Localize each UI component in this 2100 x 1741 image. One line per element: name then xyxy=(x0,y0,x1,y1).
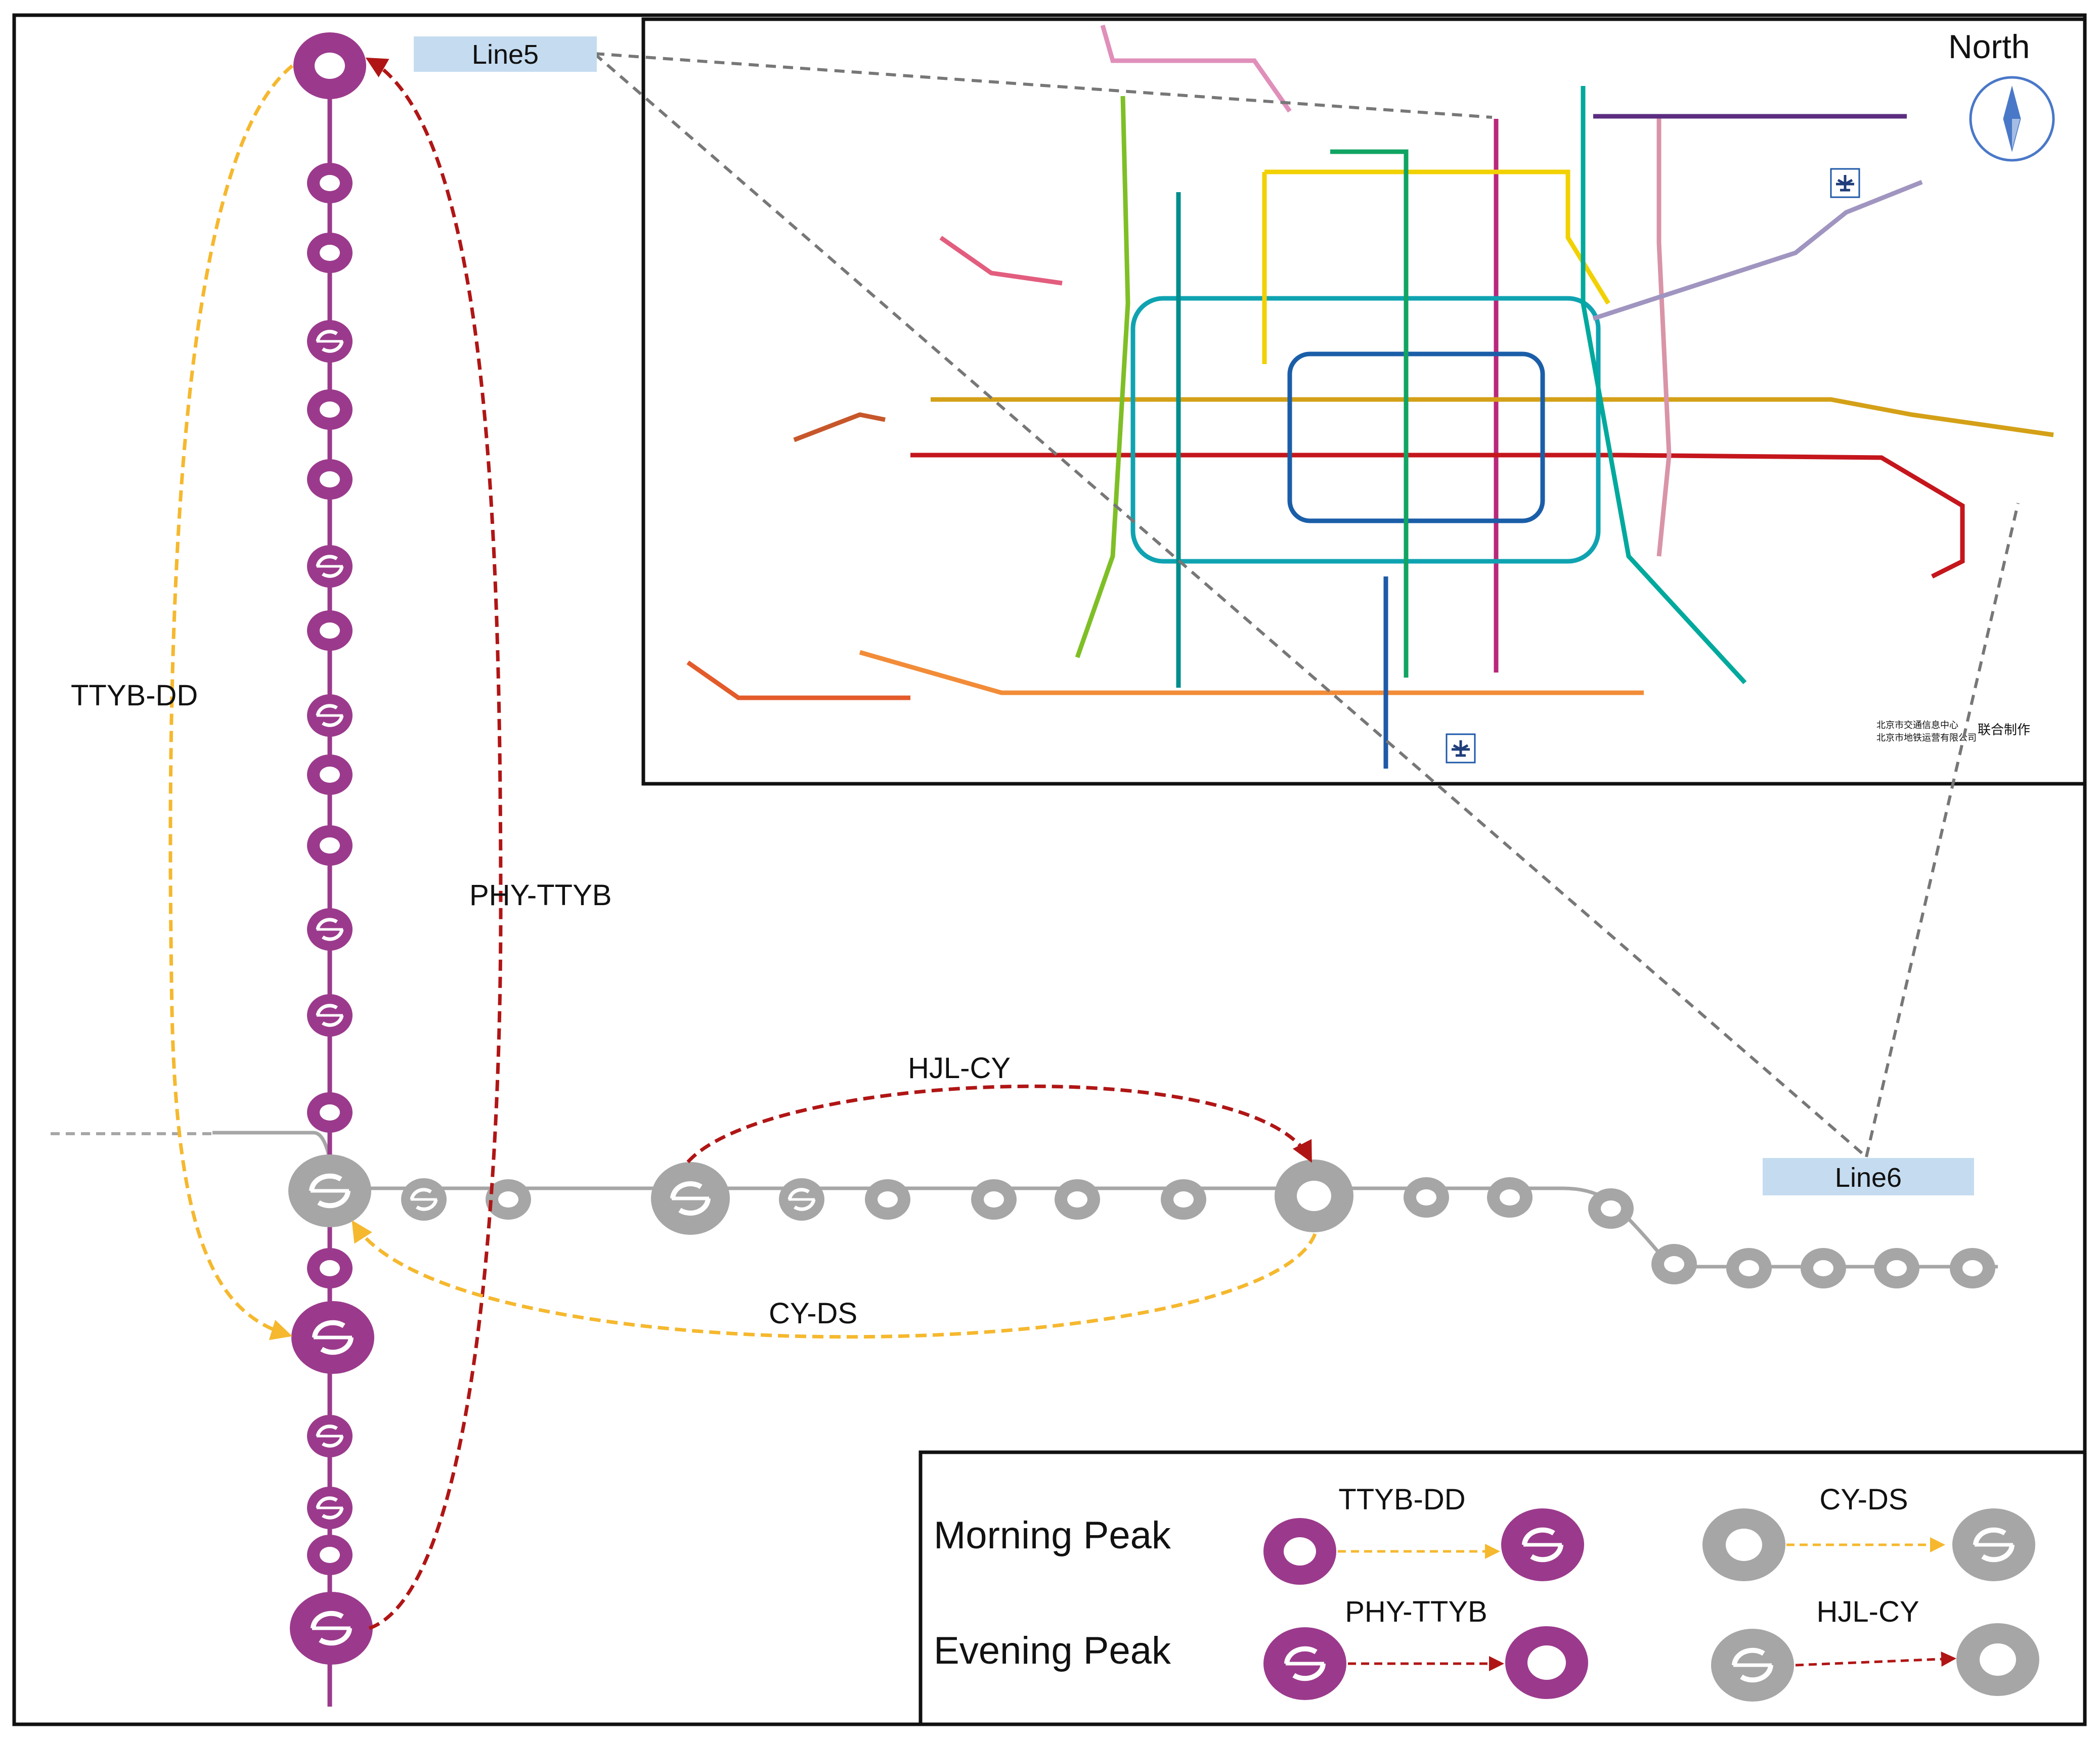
line5-station xyxy=(307,1535,353,1575)
legend-ring-station xyxy=(1505,1626,1588,1699)
arrow-hjl-cy xyxy=(686,1084,1312,1164)
compass-icon xyxy=(1969,76,2055,162)
label-hjl-cy: HJL-CY xyxy=(908,1052,1011,1085)
station-ttyb xyxy=(293,32,366,99)
legend-evening-label: Evening Peak xyxy=(934,1629,1171,1672)
station-phy xyxy=(290,1592,373,1665)
line5-station xyxy=(307,610,353,651)
legend-evening-gray: HJL-CY xyxy=(1816,1595,1919,1628)
station-dd xyxy=(291,1301,374,1374)
station-hjl xyxy=(651,1162,730,1235)
transfer-station-icon xyxy=(779,1178,824,1221)
line6-station xyxy=(1588,1188,1634,1229)
line6-station xyxy=(865,1179,910,1220)
legend-transfer-station xyxy=(1711,1629,1794,1702)
line6-station xyxy=(1874,1248,1919,1288)
airplane-icon xyxy=(1446,733,1476,764)
line5-station xyxy=(307,389,353,430)
label-phy-ttyb: PHY-TTYB xyxy=(469,879,611,912)
line6-stations xyxy=(288,1154,1995,1288)
line6-label-box: Line6 xyxy=(1763,1158,1974,1195)
transfer-station-icon xyxy=(307,320,353,363)
station-ds xyxy=(288,1154,371,1227)
map-credit-line1: 北京市交通信息中心 xyxy=(1876,720,1958,730)
legend-morning-label: Morning Peak xyxy=(934,1514,1171,1557)
line6-station xyxy=(1055,1179,1100,1220)
line6-station xyxy=(971,1179,1017,1220)
arrow-cy-ds xyxy=(352,1220,1317,1339)
line5-station xyxy=(307,163,353,203)
map-credit-line2: 北京市地铁运营有限公司 xyxy=(1876,733,1977,743)
line5-label: Line5 xyxy=(472,39,539,70)
legend: Morning Peak Evening Peak TTYB-DD CY-DS … xyxy=(918,1450,2087,1726)
legend-morning-gray: CY-DS xyxy=(1819,1483,1908,1516)
line6-station xyxy=(486,1179,531,1220)
line6-label: Line6 xyxy=(1835,1163,1902,1193)
map-connectors xyxy=(593,52,2020,1158)
transfer-station-icon xyxy=(307,1487,353,1529)
transfer-station-icon xyxy=(307,994,353,1037)
legend-ring-station xyxy=(1702,1508,1785,1581)
airplane-icon xyxy=(1830,168,1860,198)
line5-station xyxy=(307,1248,353,1288)
transfer-station-icon xyxy=(307,694,353,737)
station-cy xyxy=(1275,1159,1353,1232)
transfer-station-icon xyxy=(307,1415,353,1457)
legend-ring-station xyxy=(1263,1518,1336,1585)
line5-station xyxy=(307,754,353,795)
legend-morning-purple: TTYB-DD xyxy=(1338,1483,1465,1516)
line5-station xyxy=(307,1092,353,1133)
label-cy-ds: CY-DS xyxy=(769,1297,857,1330)
line6-station xyxy=(1404,1177,1449,1218)
arrow-phy-ttyb xyxy=(365,57,503,1630)
label-ttyb-dd: TTYB-DD xyxy=(71,679,198,712)
transfer-station-icon xyxy=(307,908,353,951)
metro-map-inset: 北京市交通信息中心 北京市地铁运营有限公司 联合制作 North xyxy=(641,17,2087,786)
line6-station xyxy=(1726,1248,1772,1288)
map-credit-joint: 联合制作 xyxy=(1978,722,2030,737)
line6-station xyxy=(1651,1244,1697,1284)
line6-station xyxy=(1801,1248,1846,1288)
arrow-ttyb-dd xyxy=(168,64,294,1341)
transfer-station-icon xyxy=(307,545,353,588)
legend-transfer-station xyxy=(1952,1508,2035,1581)
line5-station xyxy=(307,233,353,273)
line5-stations xyxy=(290,32,374,1665)
transfer-station-icon xyxy=(401,1178,447,1221)
line6-station xyxy=(1950,1248,1995,1288)
line6-station xyxy=(1161,1179,1206,1220)
legend-evening-purple: PHY-TTYB xyxy=(1345,1595,1487,1628)
line6-station xyxy=(1487,1177,1533,1218)
line5-station xyxy=(307,825,353,866)
line5-label-box: Line5 xyxy=(414,36,597,72)
legend-transfer-station xyxy=(1263,1627,1346,1700)
north-label: North xyxy=(1948,28,2030,65)
legend-ring-station xyxy=(1956,1623,2039,1696)
line6-track xyxy=(212,1131,1998,1269)
flow-arrows xyxy=(168,57,1317,1630)
line5-station xyxy=(307,459,353,500)
legend-transfer-station xyxy=(1501,1508,1584,1581)
